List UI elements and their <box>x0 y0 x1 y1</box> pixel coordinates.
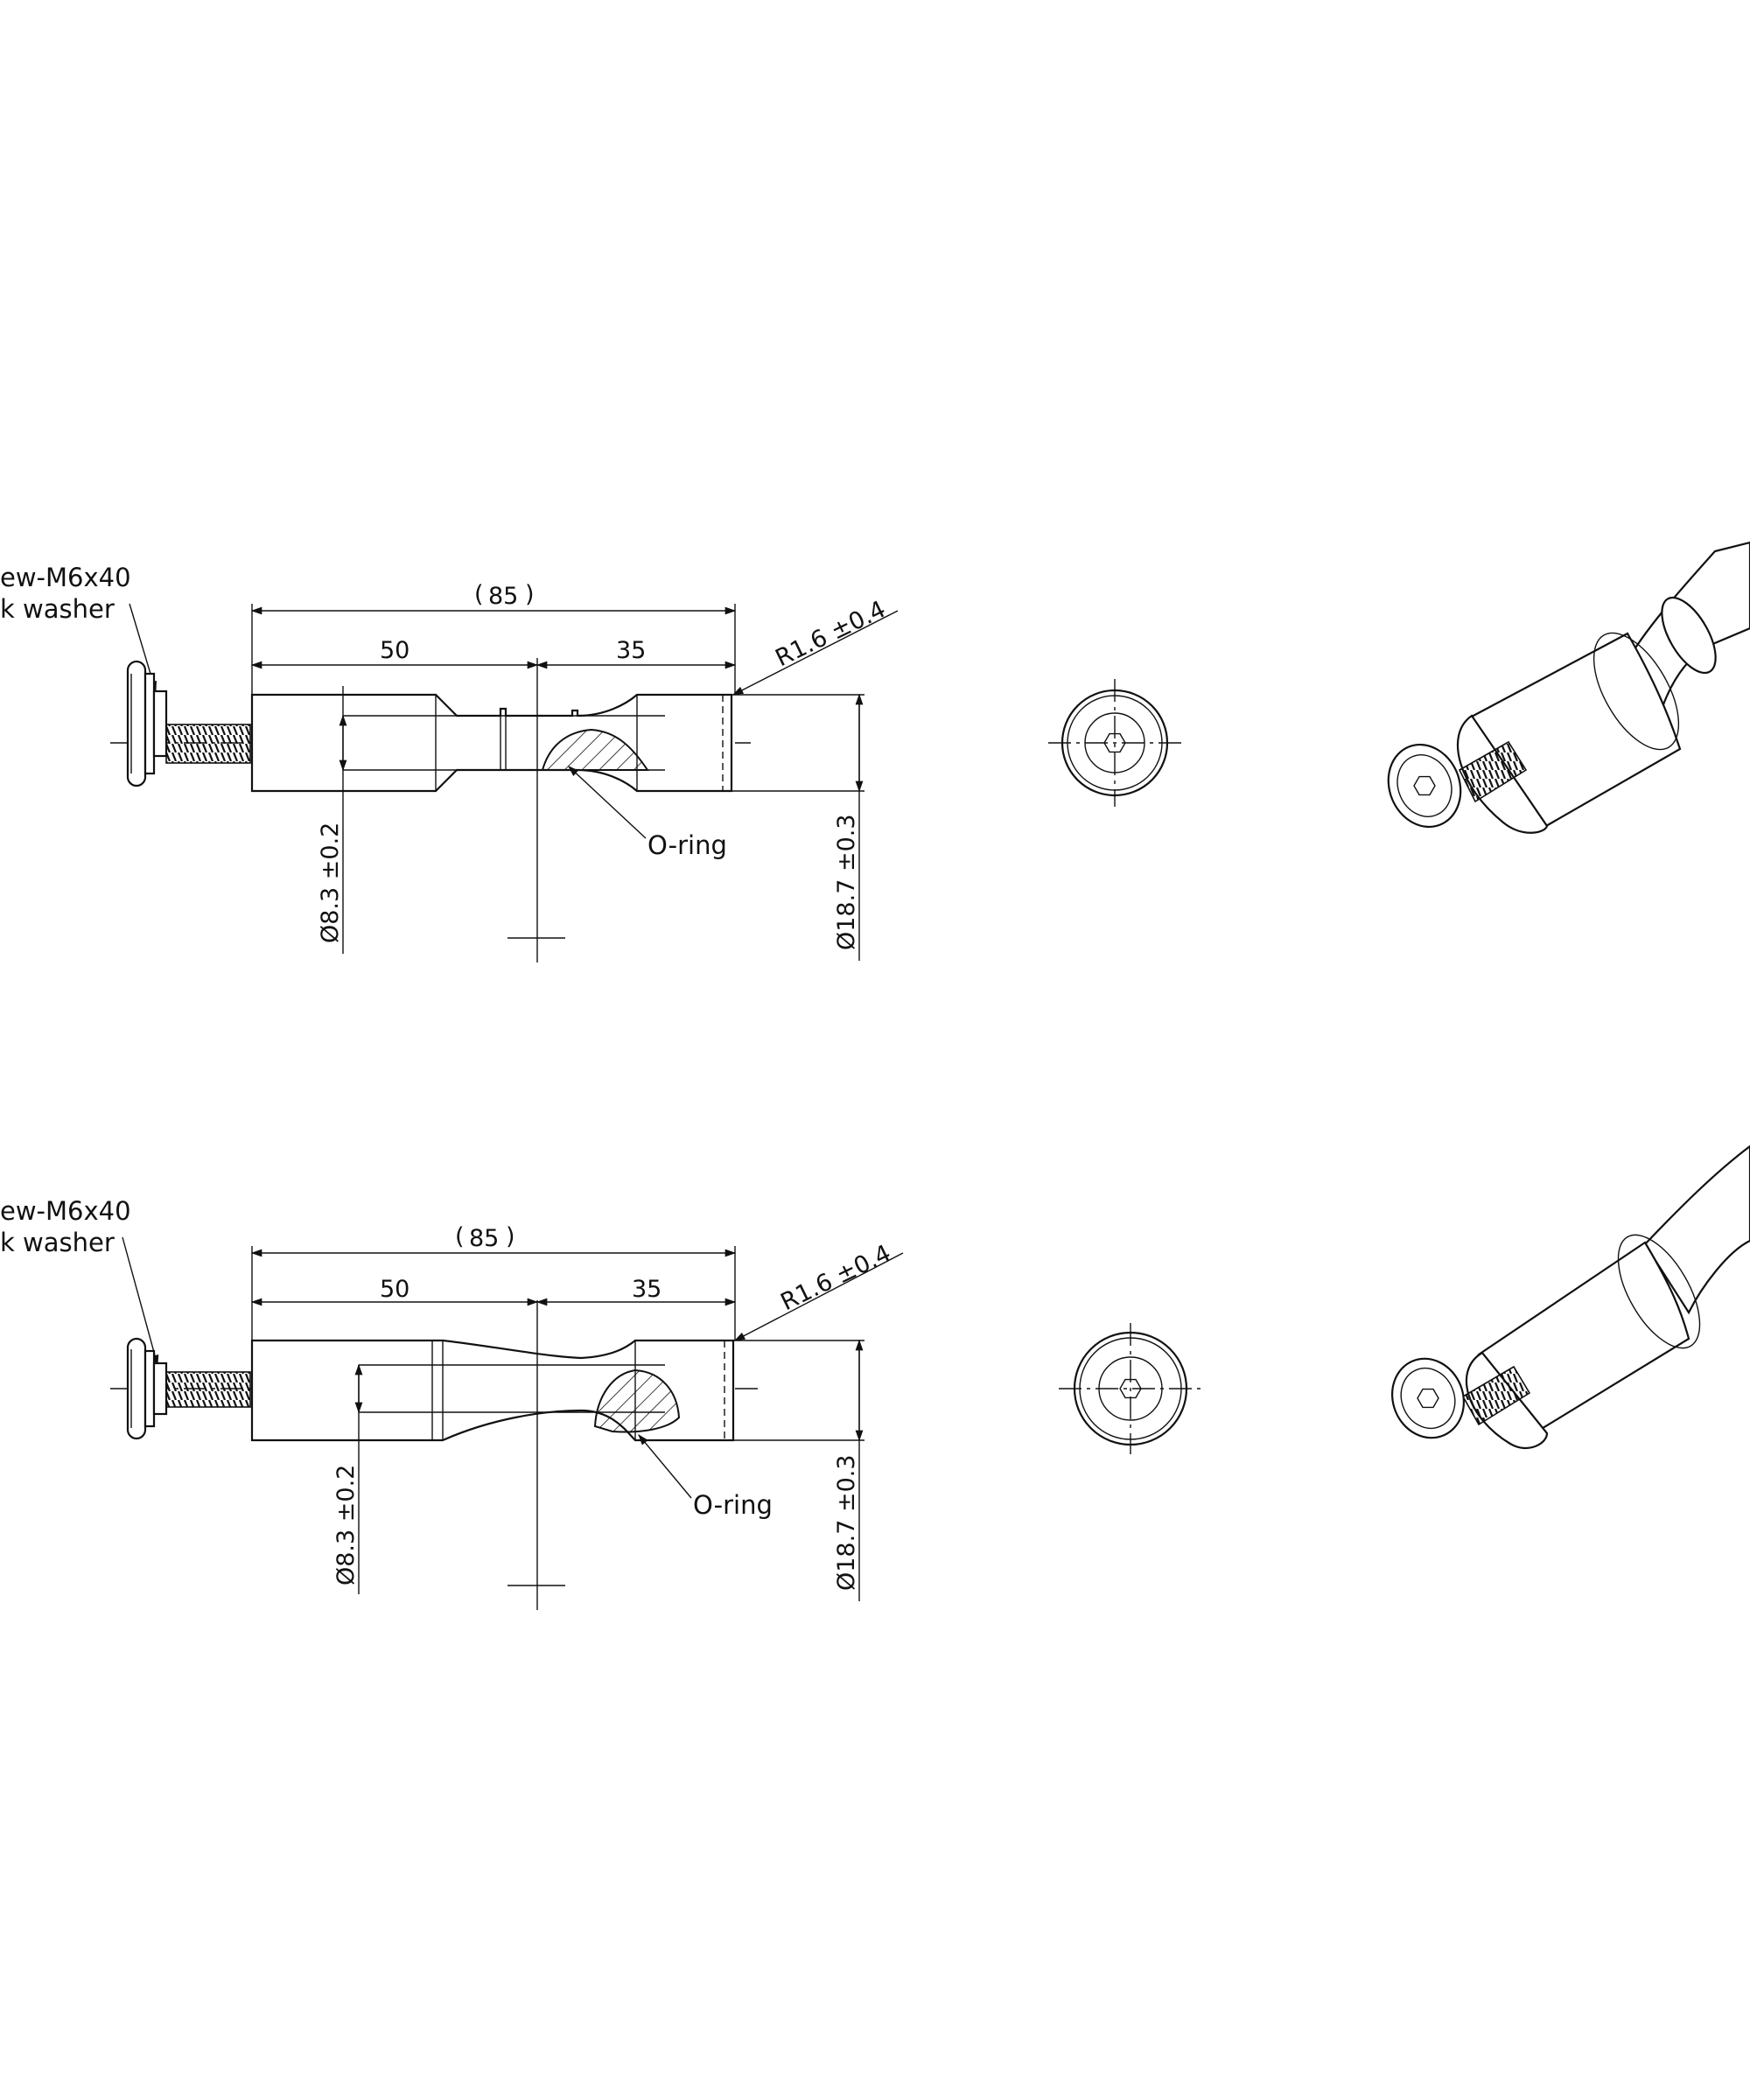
isometric-view <box>1387 541 1750 834</box>
dim-left-length: 50 <box>380 637 410 664</box>
washer-label: k washer <box>0 1228 115 1257</box>
dim-inner-diameter: Ø8.3 ±0.2 <box>332 1465 360 1586</box>
dim-right-length: 35 <box>632 1276 662 1303</box>
isometric-view <box>1391 1144 1750 1449</box>
screw-label: ew-M6x40 <box>0 1196 131 1226</box>
o-ring-label: O-ring <box>648 830 727 860</box>
view-2: ew-M6x40 k washer ( 85 ) 50 35 R1. <box>0 1144 1750 1610</box>
dim-paren-left: ( <box>455 1223 465 1250</box>
end-view <box>1059 1323 1202 1454</box>
screw-label: ew-M6x40 <box>0 563 131 592</box>
dim-left-length: 50 <box>380 1276 410 1303</box>
dim-radius: R1.6 ±0.4 <box>776 1240 895 1316</box>
dim-outer-diameter: Ø18.7 ±0.3 <box>833 814 860 950</box>
o-ring-label: O-ring <box>693 1490 773 1520</box>
dim-paren-left: ( <box>474 581 484 608</box>
dim-right-length: 35 <box>616 637 646 664</box>
screw-thread <box>165 1371 251 1408</box>
view-1: ew-M6x40 k washer ( 85 ) <box>0 541 1750 962</box>
washer-label: k washer <box>0 594 115 624</box>
end-view <box>1048 679 1181 807</box>
o-ring-section <box>541 728 649 771</box>
o-ring-section <box>593 1368 681 1433</box>
screw-thread <box>165 724 251 764</box>
dim-overall-length: 85 <box>469 1225 499 1252</box>
dim-outer-diameter: Ø18.7 ±0.3 <box>833 1454 860 1591</box>
dim-radius: R1.6 ±0.4 <box>771 596 890 672</box>
screw-leader <box>122 1236 159 1367</box>
dim-paren-right: ) <box>525 581 535 608</box>
screw-head <box>126 1337 168 1440</box>
dim-paren-right: ) <box>506 1223 515 1250</box>
pin-body <box>250 693 733 793</box>
dim-inner-diameter: Ø8.3 ±0.2 <box>317 822 344 943</box>
dim-overall-length: 85 <box>488 583 518 610</box>
screw-head <box>126 660 168 788</box>
